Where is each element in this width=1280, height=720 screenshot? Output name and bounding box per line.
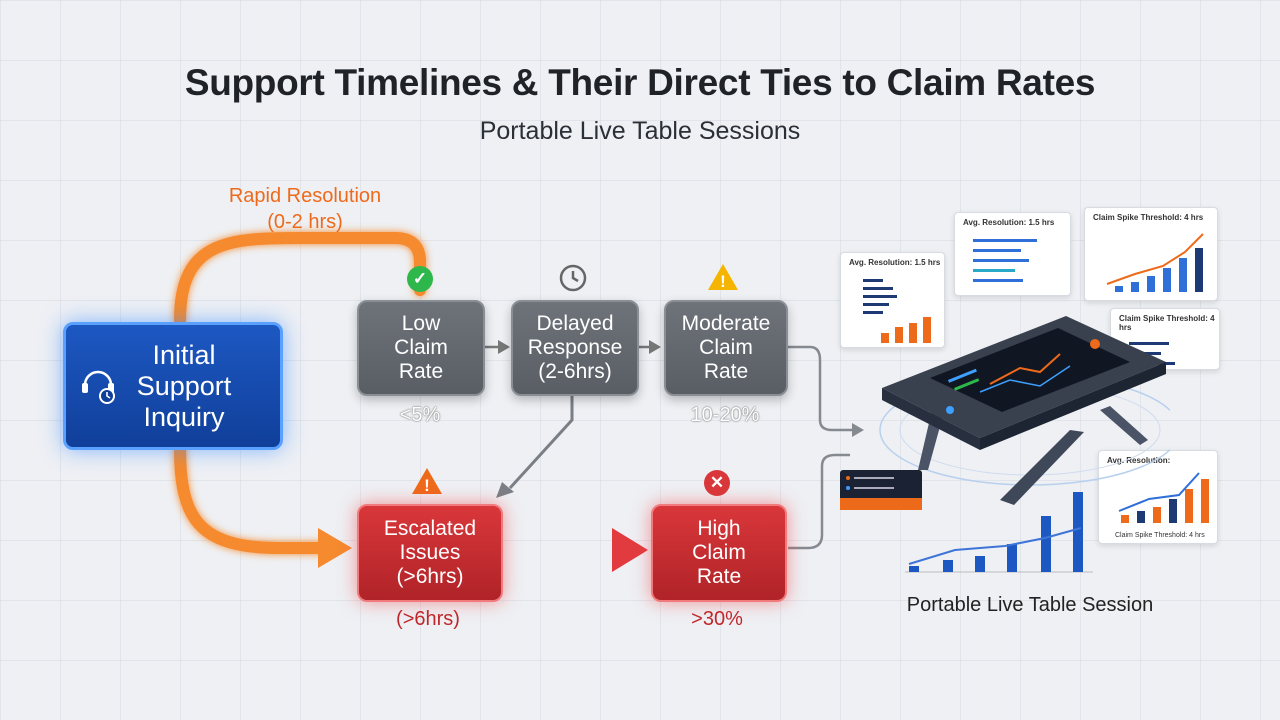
escalation-arrow: [174, 442, 326, 554]
escalated-line1: Escalated: [383, 517, 477, 540]
dashboard-card-avg-resolution-bottom: Avg. Resolution: Claim Spike Threshold: …: [1098, 450, 1218, 544]
portable-table-session-label: Portable Live Table Session: [906, 594, 1154, 616]
low-line2: Claim: [394, 336, 448, 359]
portable-table-illustration: [879, 316, 1170, 505]
low-line1: Low: [401, 312, 441, 335]
clock-icon: [558, 263, 588, 298]
card1-title: Avg. Resolution: 1.5 hrs: [849, 258, 941, 267]
delayed-to-escalated-arrow: [508, 396, 574, 490]
rapid-resolution-label: Rapid Resolution (0-2 hrs): [190, 183, 420, 235]
low-claim-rate-value: <5%: [399, 404, 441, 426]
low-claim-rate-node: Low Claim Rate: [357, 300, 485, 396]
delayed-line3: (2-6hrs): [538, 360, 612, 383]
high-claim-rate-node: High Claim Rate: [651, 504, 787, 602]
warning-icon-escalated: !: [411, 467, 443, 500]
arrowhead-delayed-moderate: [649, 340, 661, 354]
card2-bars: [973, 239, 1037, 282]
svg-text:!: !: [720, 272, 726, 291]
dashboard-card-avg-resolution-top: Avg. Resolution: 1.5 hrs: [954, 212, 1071, 296]
rapid-resolution-title: Rapid Resolution: [228, 185, 382, 207]
high-line3: Rate: [696, 565, 742, 588]
moderate-line3: Rate: [703, 360, 749, 383]
moderate-line2: Claim: [699, 336, 753, 359]
escalated-issues-value: (>6hrs): [396, 608, 460, 630]
card3-chart: [1106, 233, 1204, 292]
high-claim-rate-value: >30%: [691, 608, 743, 630]
page-title: Support Timelines & Their Direct Ties to…: [184, 62, 1096, 103]
initial-line2: Support: [136, 370, 232, 401]
escalated-line2: Issues: [399, 541, 461, 564]
moderate-claim-rate-node: Moderate Claim Rate: [664, 300, 788, 396]
card5-chart: [1118, 472, 1209, 523]
card3-title: Claim Spike Threshold: 4 hrs: [1093, 213, 1204, 222]
dashboard-growth-chart: [905, 492, 1093, 573]
arrowhead-low-delayed: [498, 340, 510, 354]
card5-footer: Claim Spike Threshold: 4 hrs: [1115, 532, 1205, 539]
escalated-to-high-arrowhead: [612, 528, 648, 572]
delayed-line2: Response: [527, 336, 623, 359]
initial-support-inquiry-node: Initial Support Inquiry: [63, 322, 283, 450]
rapid-resolution-arrow: [174, 232, 426, 326]
escalated-line3: (>6hrs): [396, 565, 464, 588]
warning-icon: !: [707, 263, 739, 296]
dashboard-legend-panel: [840, 470, 922, 510]
page-subtitle: Portable Live Table Sessions: [479, 117, 801, 145]
card1-bars: [863, 279, 931, 343]
delayed-response-node: Delayed Response (2-6hrs): [511, 300, 639, 396]
high-to-table-line: [788, 453, 850, 550]
delayed-line1: Delayed: [536, 312, 614, 335]
initial-line3: Inquiry: [143, 401, 225, 432]
card2-title: Avg. Resolution: 1.5 hrs: [963, 218, 1055, 227]
moderate-to-table-line: [786, 345, 858, 432]
high-line2: Claim: [692, 541, 746, 564]
initial-line1: Initial: [152, 339, 216, 370]
low-line3: Rate: [398, 360, 444, 383]
card4-title: Claim Spike Threshold: 4 hrs: [1119, 314, 1215, 332]
check-icon: ✓: [407, 266, 433, 292]
card5-title: Avg. Resolution:: [1107, 456, 1171, 465]
headset-clock-icon: [80, 365, 118, 412]
escalation-arrowhead: [318, 528, 352, 568]
dashboard-card-avg-resolution-left: Avg. Resolution: 1.5 hrs: [840, 252, 945, 348]
moderate-claim-rate-value: 10-20%: [690, 404, 760, 426]
moderate-line1: Moderate: [681, 312, 771, 335]
dashboard-card-claim-spike-top: Claim Spike Threshold: 4 hrs: [1084, 207, 1218, 301]
escalated-issues-node: Escalated Issues (>6hrs): [357, 504, 503, 602]
rapid-resolution-range: (0-2 hrs): [267, 211, 343, 233]
svg-text:!: !: [424, 476, 430, 495]
error-x-icon: ✕: [704, 470, 730, 496]
high-line1: High: [697, 517, 741, 540]
